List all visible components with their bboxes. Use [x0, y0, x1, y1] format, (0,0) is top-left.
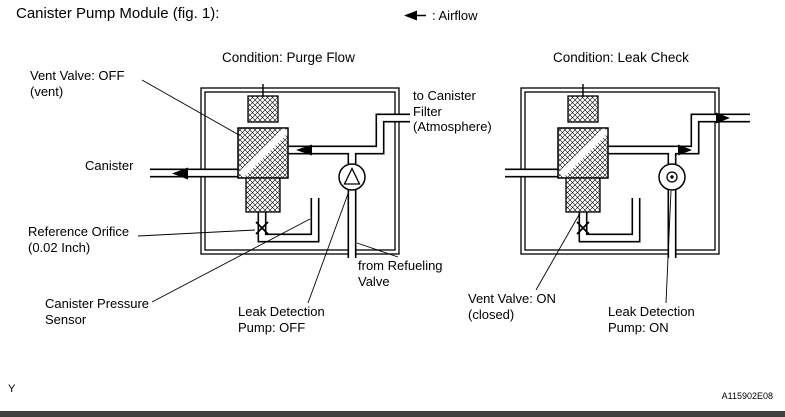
label-line: Filter: [413, 103, 442, 119]
label-line: (Atmosphere): [413, 119, 492, 134]
label-line: (closed): [468, 306, 515, 322]
label-line: Reference Orifice: [28, 224, 130, 239]
label-line: (0.02 Inch): [28, 239, 91, 255]
figure-code: A115902E08: [721, 391, 773, 401]
flow-arrows: [172, 112, 730, 180]
condition-leak-check: Condition: Leak Check: [553, 50, 689, 65]
label-reference-orifice: Reference Orifice (0.02 Inch): [28, 224, 129, 255]
leak-detection-pump-purge: [338, 163, 366, 191]
label-line: Leak Detection: [238, 304, 325, 319]
condition-purge-flow: Condition: Purge Flow: [222, 50, 355, 65]
label-vent-valve-on: Vent Valve: ON (closed): [468, 291, 556, 322]
label-vent-valve-off: Vent Valve: OFF (vent): [30, 68, 124, 99]
label-line: from Refueling: [358, 258, 443, 273]
label-canister: Canister: [85, 158, 134, 173]
page-bottom-edge: [0, 411, 785, 417]
label-line: Pump: OFF: [238, 319, 306, 335]
reference-orifice-mark-leak: [576, 221, 590, 235]
label-line: Canister Pressure: [45, 296, 150, 311]
label-leak-detection-pump-off: Leak Detection Pump: OFF: [238, 304, 325, 335]
label-line: Pump: ON: [608, 319, 669, 335]
label-line: Vent Valve: OFF: [30, 68, 125, 83]
label-line: to Canister: [413, 88, 476, 103]
label-line: Valve: [358, 273, 390, 289]
label-to-canister-filter: to Canister Filter (Atmosphere): [413, 88, 492, 135]
figure-title: Canister Pump Module (fig. 1):: [16, 5, 220, 22]
label-canister-pressure-sensor: Canister Pressure Sensor: [45, 296, 149, 327]
airflow-legend-label: : Airflow: [432, 8, 478, 23]
label-line: Sensor: [45, 311, 87, 327]
airflow-arrow-icon: [404, 10, 426, 21]
leak-detection-pump-leak: [658, 163, 686, 191]
footer-mark: Y: [8, 383, 16, 395]
vent-valve-leak: [557, 84, 609, 213]
label-line: (vent): [30, 83, 64, 99]
label-line: Vent Valve: ON: [468, 291, 556, 306]
vent-valve-purge: [237, 84, 289, 213]
label-from-refueling-valve: from Refueling Valve: [358, 258, 443, 289]
label-leak-detection-pump-on: Leak Detection Pump: ON: [608, 304, 695, 335]
reference-orifice-mark-purge: [255, 221, 269, 235]
leader-lines: [137, 79, 672, 304]
label-line: Leak Detection: [608, 304, 695, 319]
